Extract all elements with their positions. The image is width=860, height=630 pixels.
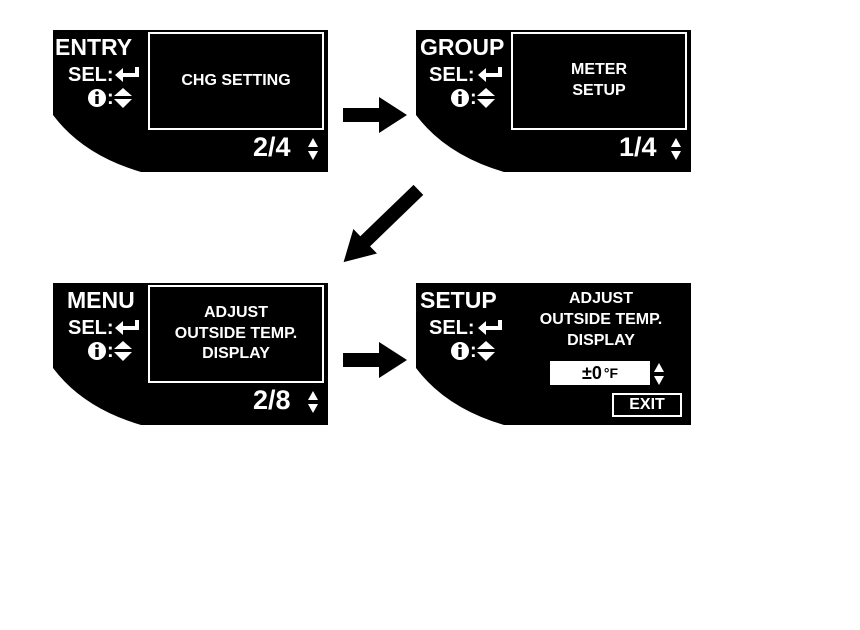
mode-title: ENTRY xyxy=(55,34,133,60)
menu-screen: MENU SEL: : ADJUST OUTSIDE TEMP. DISPLAY… xyxy=(53,283,328,425)
mode-title: SETUP xyxy=(420,287,497,313)
value-display: ±0 °F xyxy=(550,361,650,385)
value-up-down-icon xyxy=(654,363,664,385)
sel-label: SEL: xyxy=(429,64,475,86)
exit-label: EXIT xyxy=(629,396,665,413)
mode-title: GROUP xyxy=(420,34,505,60)
message-box: ADJUST OUTSIDE TEMP. DISPLAY xyxy=(148,285,324,383)
up-down-arrows-icon xyxy=(477,88,495,108)
arrow-down-left-icon xyxy=(343,184,424,263)
group-screen: GROUP SEL: : METER SETUP 1/4 xyxy=(416,30,691,172)
page-counter: 2/8 xyxy=(253,385,291,415)
sel-label: SEL: xyxy=(429,317,475,339)
message-line: METER xyxy=(571,61,627,79)
info-icon xyxy=(451,342,469,360)
unit-text: °F xyxy=(603,365,619,381)
value-text: ±0 xyxy=(581,362,602,383)
setting-line: ADJUST xyxy=(568,290,633,307)
message-line: CHG SETTING xyxy=(181,71,291,89)
info-icon xyxy=(88,89,106,107)
enter-arrow-icon xyxy=(115,67,139,82)
up-down-arrows-icon xyxy=(477,341,495,361)
message-box: CHG SETTING xyxy=(148,32,324,130)
page-up-down-icon xyxy=(308,138,318,160)
setting-title: ADJUST OUTSIDE TEMP. DISPLAY xyxy=(521,289,681,351)
enter-arrow-icon xyxy=(478,320,502,335)
message-line: OUTSIDE TEMP. xyxy=(174,324,298,342)
page-counter: 2/4 xyxy=(253,132,291,162)
setup-screen: SETUP SEL: : ADJUST OUTSIDE TEMP. DISPLA… xyxy=(416,283,691,425)
mode-title: MENU xyxy=(67,287,135,313)
page-up-down-icon xyxy=(671,138,681,160)
info-icon xyxy=(88,342,106,360)
arrow-right-icon xyxy=(343,342,407,378)
message-box: METER SETUP xyxy=(511,32,687,130)
message-line: SETUP xyxy=(572,82,626,99)
sel-label: SEL: xyxy=(68,317,114,339)
enter-arrow-icon xyxy=(115,320,139,335)
message-line: DISPLAY xyxy=(202,345,270,363)
up-down-arrows-icon xyxy=(114,341,132,361)
entry-screen: ENTRY SEL: : CHG SETTING 2/4 xyxy=(53,30,328,172)
info-icon xyxy=(451,89,469,107)
setting-line: DISPLAY xyxy=(567,331,635,349)
screen-background xyxy=(416,30,691,172)
screen-background xyxy=(416,283,691,425)
sel-label: SEL: xyxy=(68,64,114,86)
page-up-down-icon xyxy=(308,391,318,413)
message-line: ADJUST xyxy=(203,303,268,321)
screen-background xyxy=(53,30,328,172)
exit-box: EXIT xyxy=(612,393,682,417)
setting-line: OUTSIDE TEMP. xyxy=(539,310,663,328)
page-counter: 1/4 xyxy=(619,132,657,162)
enter-arrow-icon xyxy=(478,67,502,82)
arrow-right-icon xyxy=(343,97,407,133)
up-down-arrows-icon xyxy=(114,88,132,108)
screen-background xyxy=(53,283,328,425)
